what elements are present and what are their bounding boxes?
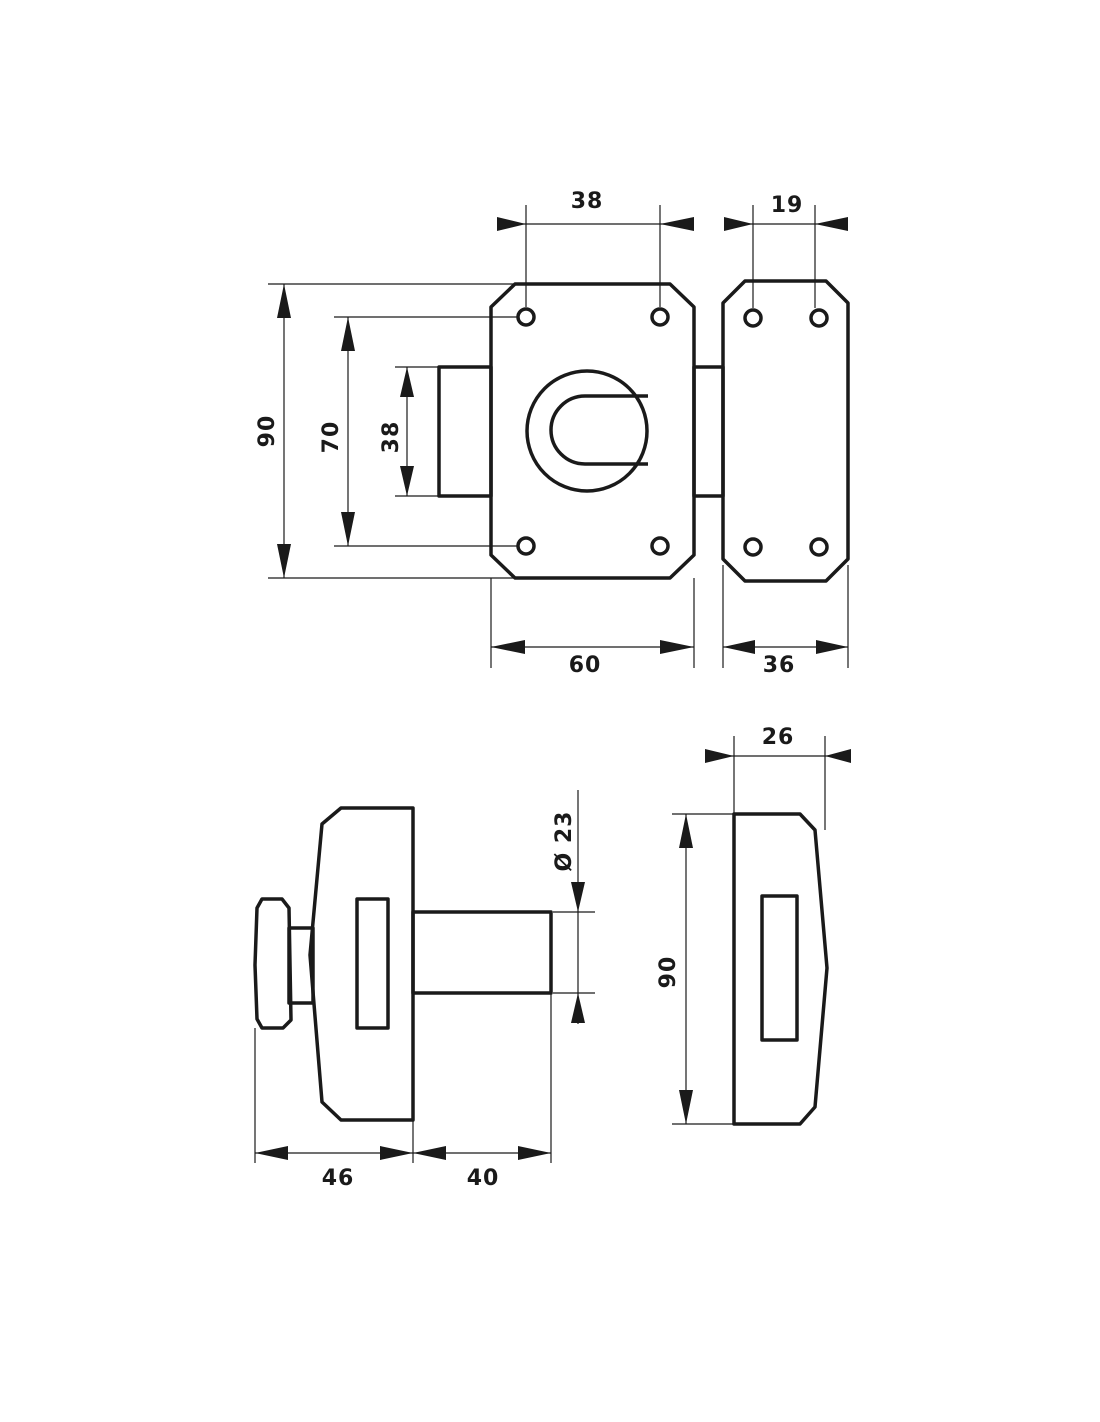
screw-hole <box>650 307 670 327</box>
dim-width-keeper: 36 <box>763 653 796 678</box>
end-view <box>732 812 829 1126</box>
cylinder <box>411 910 553 995</box>
screw-hole <box>809 308 829 328</box>
side-body <box>308 806 415 1122</box>
lock-case <box>489 282 696 580</box>
keeper-plate <box>721 279 850 583</box>
dim-hole-spacing-x-front: 38 <box>571 189 604 214</box>
dim-hole-spacing-y-front: 70 <box>319 421 344 454</box>
dim-height-front: 90 <box>255 415 280 448</box>
screw-hole <box>743 308 763 328</box>
front-dimensions: 38 90 70 38 60 <box>255 189 695 678</box>
screw-hole <box>650 536 670 556</box>
dim-width-front: 60 <box>569 653 602 678</box>
dim-bolt-height: 38 <box>379 421 404 454</box>
keeper-dimensions: 19 36 <box>722 193 849 678</box>
cylinder-rosette <box>525 369 649 493</box>
screw-hole <box>516 307 536 327</box>
dim-height-end: 90 <box>656 956 681 989</box>
screw-hole <box>809 537 829 557</box>
side-view <box>253 806 553 1122</box>
screw-hole <box>743 537 763 557</box>
dim-cylinder-length: 40 <box>467 1166 500 1191</box>
dim-hole-spacing-x-keeper: 19 <box>771 193 804 218</box>
thumb-knob <box>253 897 293 1030</box>
end-slot <box>760 894 799 1042</box>
side-dimensions: Ø 23 46 40 <box>254 790 595 1191</box>
screw-hole <box>516 536 536 556</box>
bolt-stub <box>437 365 493 498</box>
dim-body-depth: 46 <box>322 1166 355 1191</box>
side-slot <box>355 897 390 1030</box>
key-slot <box>549 394 648 466</box>
keeper-view <box>721 279 850 583</box>
connecting-bolt <box>692 365 725 498</box>
dim-depth-end: 26 <box>762 725 795 750</box>
end-body <box>732 812 829 1126</box>
end-dimensions: 26 90 <box>656 725 851 1125</box>
front-view <box>437 282 725 580</box>
dim-cylinder-diameter: Ø 23 <box>552 811 577 872</box>
